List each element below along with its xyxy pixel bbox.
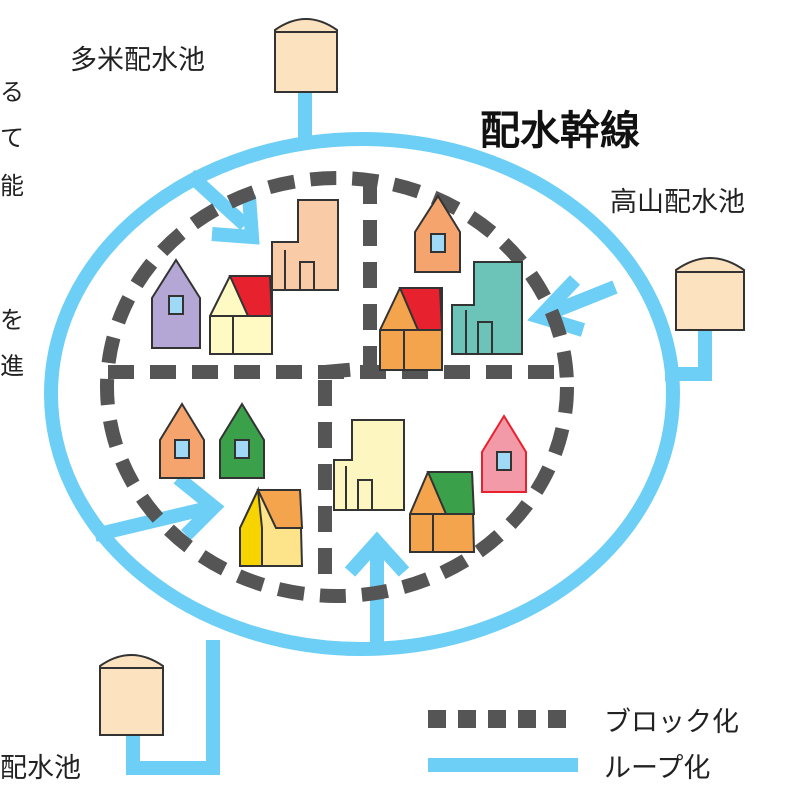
- house-orange-small: [414, 194, 461, 273]
- arrow-top-left: [185, 169, 250, 231]
- label-reservoir-bottom: 配水池: [0, 753, 81, 784]
- house-red-orange: [379, 287, 444, 371]
- cut-text-3: 能: [0, 172, 24, 200]
- cut-text-1: る: [0, 78, 24, 106]
- arrow-left-head: [173, 472, 225, 540]
- cut-text-5: 進: [0, 352, 24, 380]
- house-green: [219, 402, 265, 479]
- house-red-yellow: [209, 275, 274, 355]
- distribution-trunk-loop: [44, 132, 680, 656]
- arrow-bottom-head: [344, 531, 410, 577]
- building-yellow: [333, 419, 405, 511]
- label-distribution-trunk: 配水幹線: [480, 107, 640, 154]
- block-zones: [100, 171, 574, 603]
- arrow-left: [93, 501, 210, 542]
- reservoir-tank-takayama: [675, 257, 745, 331]
- reservoir-tank-tame: [274, 18, 338, 93]
- label-reservoir-tame: 多米配水池: [70, 45, 205, 76]
- house-orange-left: [159, 402, 205, 479]
- reservoir-pipes: [126, 92, 712, 775]
- legend-loop-mark: [428, 758, 578, 772]
- reservoir-tank-bottom: [99, 654, 164, 736]
- legend-loop-label: ループ化: [604, 753, 711, 784]
- label-reservoir-takayama: 高山配水池: [610, 187, 745, 218]
- legend-block-mark: [428, 710, 566, 728]
- cut-text-2: て: [0, 124, 24, 152]
- pipe-takayama: [665, 330, 712, 381]
- house-pink: [481, 414, 527, 493]
- building-peach: [271, 199, 339, 291]
- house-green-orange: [409, 471, 476, 553]
- cut-text-4: を: [0, 306, 24, 334]
- house-purple: [151, 258, 201, 349]
- legend-block-label: ブロック化: [604, 707, 739, 738]
- building-teal: [451, 261, 523, 355]
- pipe-bottom: [126, 640, 220, 775]
- block-outer-ring: [100, 171, 574, 603]
- house-yellow-orange: [239, 486, 304, 567]
- arrow-right-head: [527, 275, 586, 337]
- inflow-arrows: [93, 169, 618, 645]
- arrow-top-left-head: [211, 195, 260, 245]
